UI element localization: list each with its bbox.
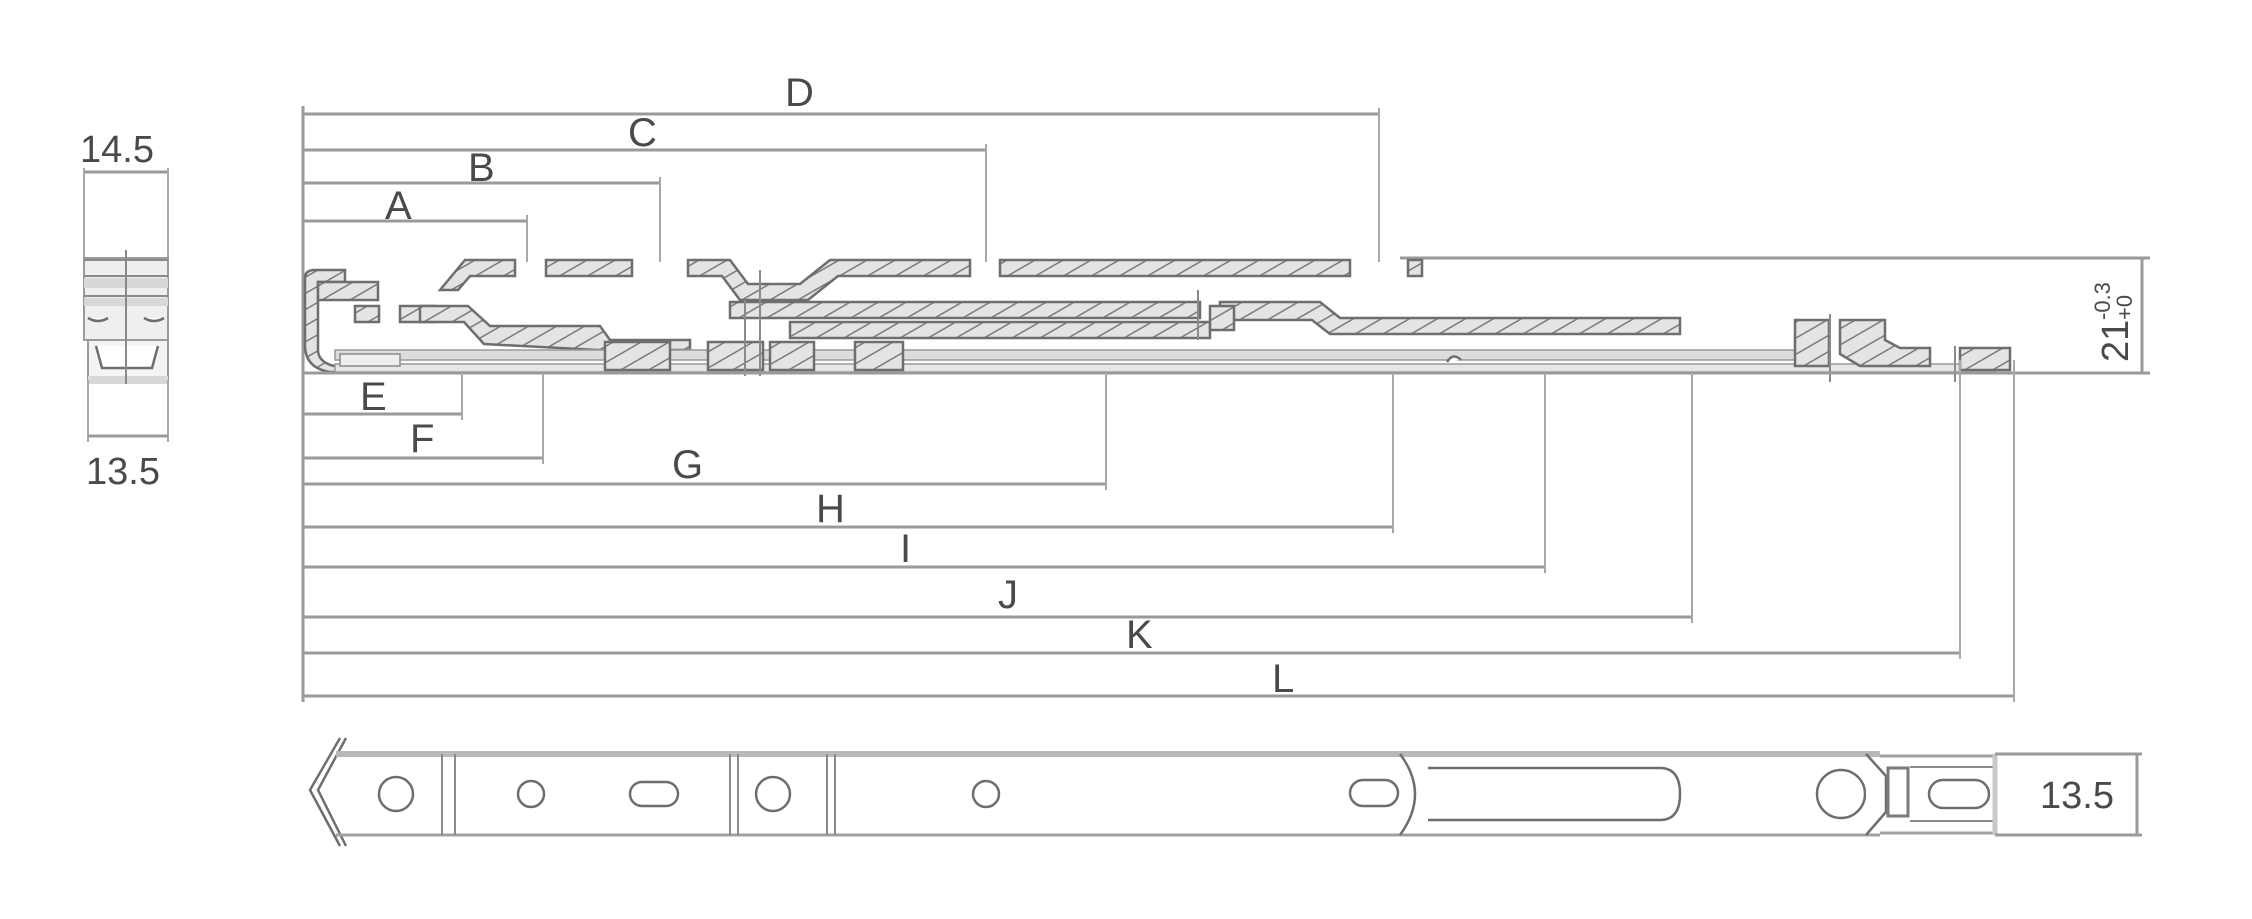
end-view-bottom-width-label: 13.5 [86,451,160,493]
right-end-cap [1838,318,1932,368]
ball-retainer [853,340,905,372]
plan-inner-rail-curve [1398,753,1417,836]
mounting-hole-large [1815,768,1867,820]
plan-width-label: 13.5 [2040,775,2114,817]
mounting-hole [971,779,1001,809]
label-b: B [468,146,495,190]
slot-hole [1348,778,1400,808]
label-l: L [1272,657,1294,701]
label-f: F [410,417,434,461]
side-view: D C B A 21 -0.3 +0 [301,71,2150,702]
height-label-group: 21 -0.3 +0 [2090,282,2137,362]
bracket-block [353,304,381,324]
label-i: I [900,527,911,571]
outer-rail-segment [998,258,1352,278]
end-view: 14.5 13.5 [80,129,169,493]
bracket-tab [316,280,380,302]
middle-rail-right [1218,300,1682,336]
section-band [88,376,168,384]
label-d: D [785,71,814,115]
middle-stop [1208,304,1236,332]
plan-right-taper [1865,753,1888,836]
end-view-top-width-label: 14.5 [80,129,154,171]
height-tolerance-upper: -0.3 [2090,282,2115,320]
inner-rail-tab [339,353,401,367]
label-c: C [628,111,657,155]
ball-retainer [603,340,672,372]
mounting-hole [377,775,415,813]
mounting-hole [754,775,792,813]
middle-rail-lower [788,320,1212,340]
plan-right-stop [1886,766,1910,818]
ball-retainer [706,340,765,372]
outer-rail-end [1406,258,1424,278]
slot-hole [1927,778,1991,810]
label-k: K [1126,613,1153,657]
slot-hole [628,780,680,808]
height-label: 21 [2095,320,2137,362]
ball-retainer [768,340,816,372]
label-g: G [672,443,703,487]
right-end-tip [1958,346,2012,372]
inner-rail-base [334,363,1996,373]
right-stop-block [1793,318,1831,368]
label-a: A [385,184,412,228]
middle-rail-upper [728,300,1202,320]
left-bracket [303,268,422,374]
height-tolerance-lower: +0 [2112,295,2137,320]
outer-rail-segment [437,258,517,292]
plan-view: 13.5 [308,737,2142,847]
inner-rail [334,349,1806,361]
outer-rail-segment [544,258,634,278]
label-h: H [816,487,845,531]
outer-rail-segment [686,258,972,302]
label-e: E [360,375,387,419]
label-j: J [998,573,1018,617]
ball-groove-icon [87,316,165,323]
mounting-hole [516,779,546,809]
plan-inner-slot [1428,766,1682,822]
detent-icon [1445,355,1462,363]
middle-rail-left [418,304,692,352]
